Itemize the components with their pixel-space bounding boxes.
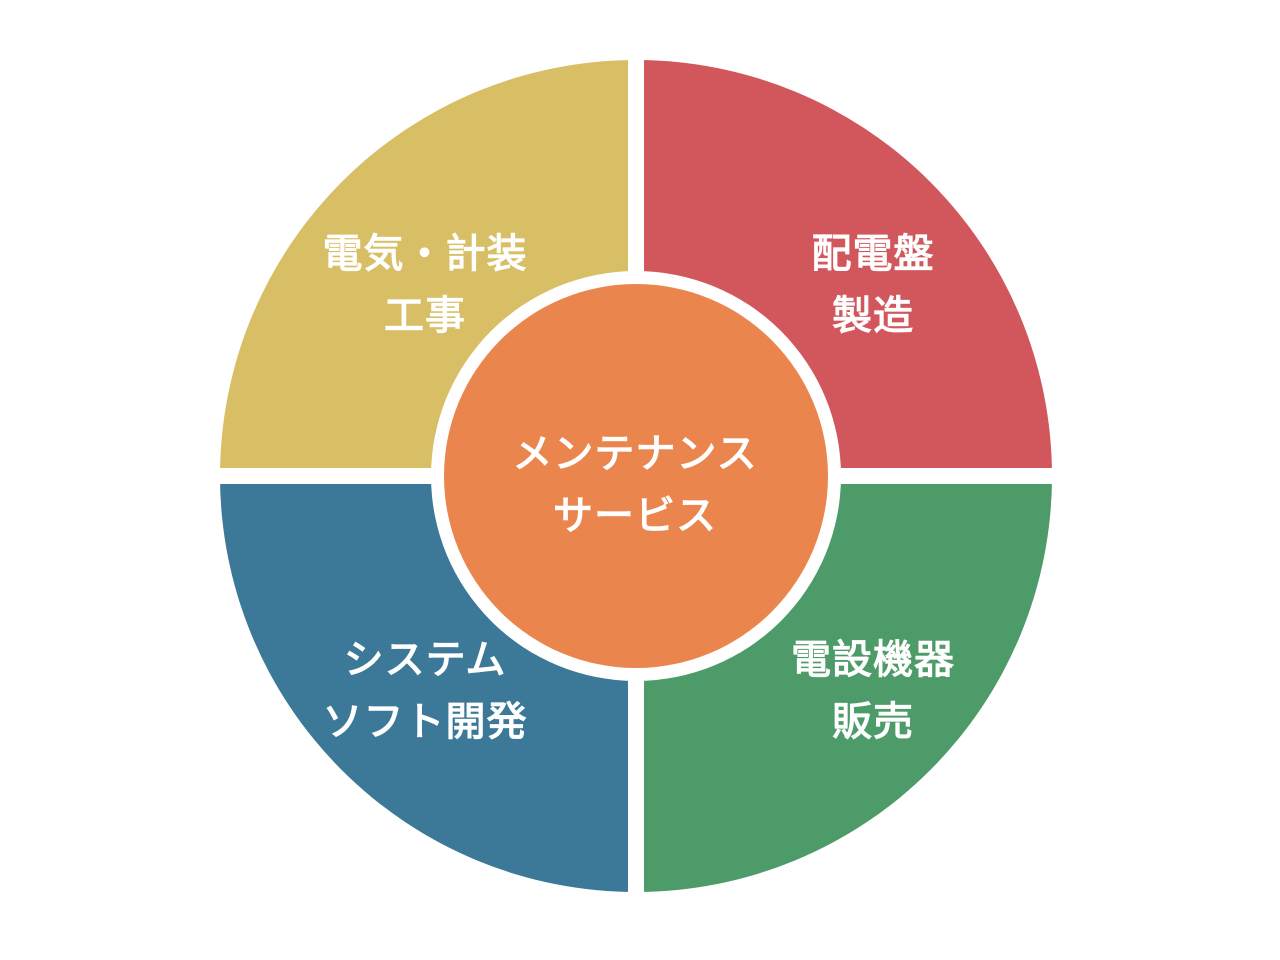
label-line: ソフト開発 [322,699,528,745]
label-line: 製造 [832,293,914,339]
center-circle-maintenance-service [444,284,828,668]
label-switchboard-manufacturing: 配電盤 製造 [718,223,1028,347]
label-line: 電気・計装 [322,231,528,277]
label-system-software-development: システム ソフト開発 [270,629,580,753]
label-line: メンテナンス [512,431,758,477]
label-line: 配電盤 [811,231,935,277]
label-line: 販売 [832,699,914,745]
label-line: 電設機器 [791,637,955,683]
label-line: サービス [553,493,717,539]
label-maintenance-service: メンテナンス サービス [480,423,790,547]
label-line: システム [343,637,507,683]
label-electrical-equipment-sales: 電設機器 販売 [718,629,1028,753]
label-electrical-instrumentation-work: 電気・計装 工事 [270,223,580,347]
label-line: 工事 [384,293,466,339]
